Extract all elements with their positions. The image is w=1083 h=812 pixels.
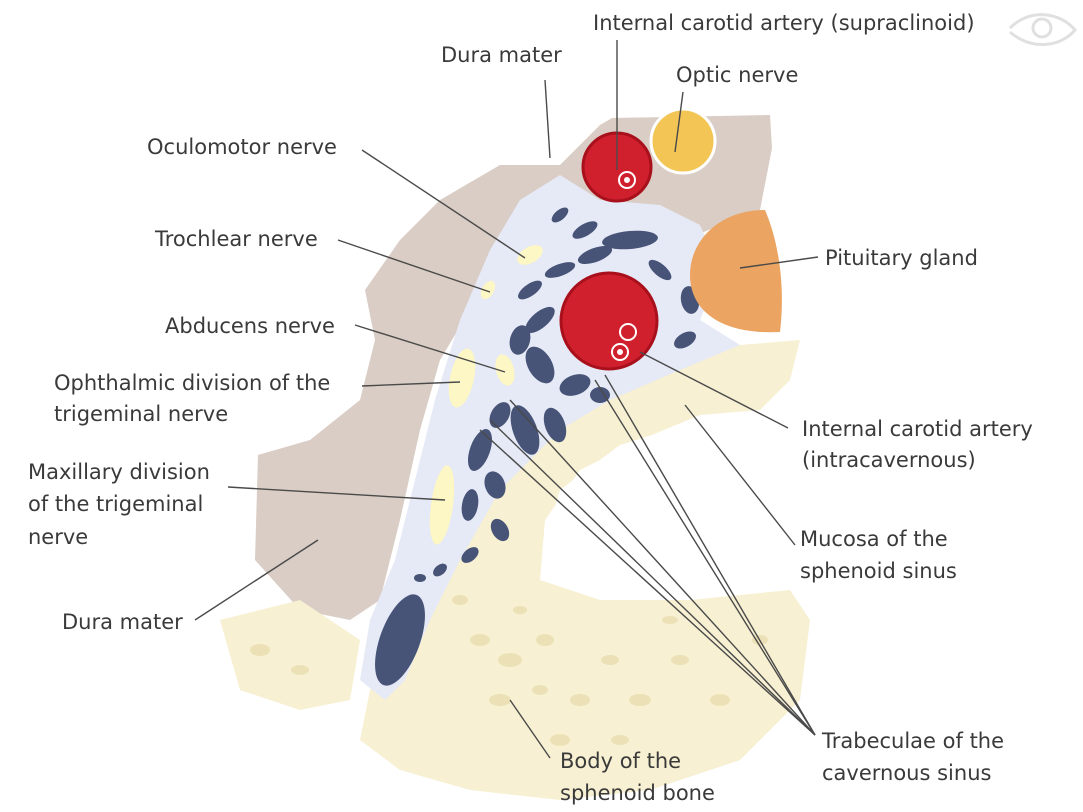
abducens-nerve-shape <box>495 354 515 386</box>
sphenoid-bone-region <box>360 340 810 800</box>
label-optic-nerve: Optic nerve <box>676 63 798 87</box>
sphenoid-bone-lateral <box>220 600 360 710</box>
label-body-sphenoid-line2: sphenoid bone <box>560 781 715 805</box>
label-ophthalmic-line1: Ophthalmic division of the <box>54 371 330 395</box>
label-ica-intra-line2: (intracavernous) <box>802 448 976 472</box>
label-trabeculae-line2: cavernous sinus <box>822 761 991 785</box>
eye-icon <box>1008 13 1077 46</box>
label-abducens-nerve: Abducens nerve <box>165 314 335 338</box>
leader-lines <box>194 40 819 759</box>
labels: Internal carotid artery (supraclinoid) D… <box>28 11 1033 805</box>
bone-trabecular-spots <box>250 595 768 746</box>
cranial-nerves <box>429 245 543 545</box>
label-ophthalmic-line2: trigeminal nerve <box>54 402 228 426</box>
trabeculae <box>375 207 700 686</box>
optic-nerve-shape <box>649 107 717 175</box>
ica-intracavernous-shape <box>559 271 659 371</box>
pituitary-gland-shape <box>690 210 782 333</box>
label-oculomotor-nerve: Oculomotor nerve <box>147 135 337 159</box>
label-dura-mater-bottom: Dura mater <box>62 610 183 634</box>
label-ica-supraclinoid: Internal carotid artery (supraclinoid) <box>593 11 975 35</box>
label-pituitary-gland: Pituitary gland <box>825 246 978 270</box>
label-maxillary-line3: nerve <box>28 525 88 549</box>
label-maxillary-line2: of the trigeminal <box>28 492 203 516</box>
oculomotor-nerve-shape <box>517 245 543 265</box>
label-ica-intra-line1: Internal carotid artery <box>802 417 1033 441</box>
sphenoid-sinus-cavity <box>545 415 790 590</box>
label-maxillary-line1: Maxillary division <box>28 460 210 484</box>
ophthalmic-nerve-shape <box>448 348 476 408</box>
label-mucosa-line1: Mucosa of the <box>800 527 948 551</box>
label-body-sphenoid-line1: Body of the <box>560 749 681 773</box>
label-trabeculae-line1: Trabeculae of the <box>821 729 1004 753</box>
trochlear-nerve-shape <box>480 280 496 300</box>
label-mucosa-line2: sphenoid sinus <box>800 559 957 583</box>
maxillary-nerve-shape <box>429 465 455 545</box>
label-dura-mater-top: Dura mater <box>441 43 562 67</box>
label-trochlear-nerve: Trochlear nerve <box>154 227 318 251</box>
